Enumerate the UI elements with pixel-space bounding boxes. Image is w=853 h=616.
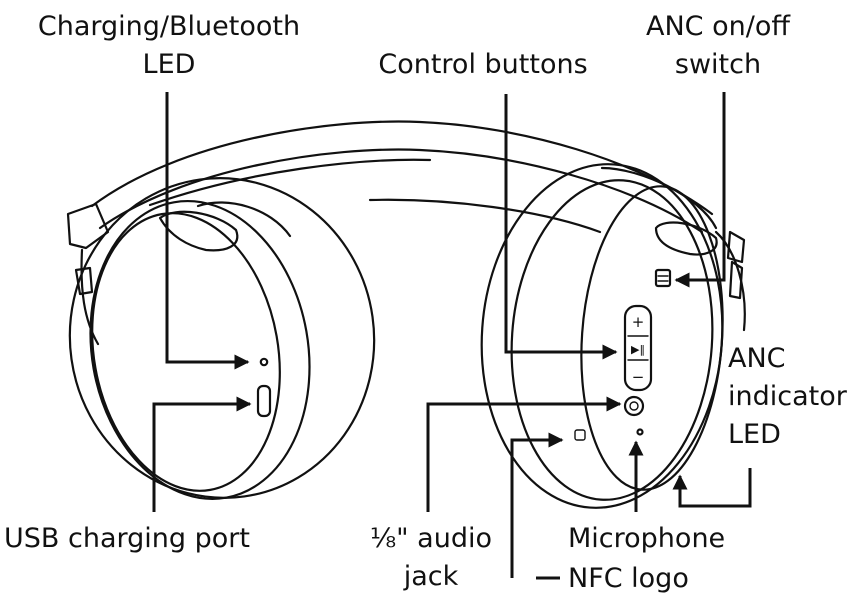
volume-down-symbol: − [632,368,645,386]
audio-jack-label-line2: jack [403,561,459,592]
anc-indicator-led-label-line3: LED [728,419,781,450]
arrow-usb-port [152,396,252,512]
arrow-control-buttons [504,94,618,360]
microphone-hole [636,428,644,436]
anc-indicator-led-label-line2: indicator [728,381,847,412]
usb-port [256,384,272,418]
charging-led [259,357,269,367]
nfc-logo-label: NFC logo [568,563,689,594]
right-ear-cup [480,163,746,509]
arrow-anc-switch [674,92,726,288]
anc-switch [654,268,672,288]
arrow-nfc-logo [510,432,564,578]
nfc-logo-mark [574,429,586,441]
leader-arrows [152,92,752,578]
control-buttons-label: Control buttons [378,49,588,80]
charging-led-label: Charging/Bluetooth LED [24,8,314,84]
arrow-anc-indicator-led [672,468,752,508]
volume-up-symbol: + [632,313,645,331]
charging-led-label-line2: LED [142,49,196,80]
arrow-charging-led [165,92,250,370]
audio-jack [623,395,645,417]
arrow-audio-jack [426,396,622,512]
left-hinge [66,202,110,346]
anc-indicator-led-label-line1: ANC [728,343,786,374]
headband [90,120,714,234]
audio-jack-label-line1: ⅛" audio [370,523,492,554]
anc-switch-label: ANC on/off switch [630,8,806,84]
usb-port-label: USB charging port [4,523,250,554]
microphone-label: Microphone [568,523,726,554]
anc-indicator-led-label: ANC indicator LED [728,340,852,454]
left-ear-cup [68,177,376,501]
audio-jack-label: ⅛" audio jack [356,520,506,596]
control-button-strip [623,304,653,392]
anc-switch-label-line2: switch [674,49,762,80]
right-hinge [726,230,746,300]
play-pause-symbol: ▶‖ [631,343,645,356]
charging-led-label-line1: Charging/Bluetooth [37,11,301,42]
anc-switch-label-line1: ANC on/off [646,11,790,42]
